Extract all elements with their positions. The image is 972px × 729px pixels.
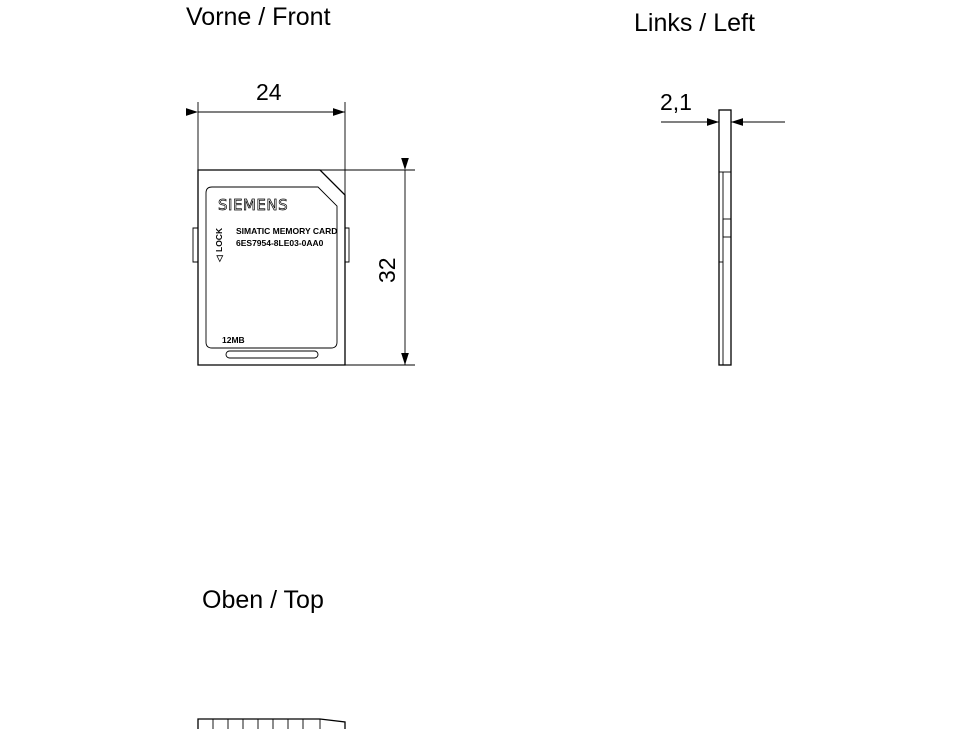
- right-notch: [345, 227, 350, 263]
- left-notch: [192, 227, 198, 263]
- capacity-text: 12MB: [222, 335, 245, 345]
- left-view: 2,1: [660, 89, 785, 366]
- left-view-title: Links / Left: [634, 9, 755, 37]
- order-number-text: 6ES7954-8LE03-0AA0: [236, 238, 324, 248]
- front-view-title: Vorne / Front: [186, 3, 331, 31]
- width-dimension-label: 24: [256, 79, 282, 105]
- side-profile: [718, 109, 732, 366]
- lock-arrow-icon: ◁: [214, 254, 224, 263]
- card-slot: [225, 350, 319, 359]
- card-outline: [197, 169, 346, 366]
- label-area: [205, 186, 338, 349]
- brand-logo: SIEMENS: [218, 196, 288, 214]
- top-profile-outline: [197, 718, 346, 729]
- height-dimension-label: 32: [374, 257, 400, 283]
- lock-label: LOCK: [214, 227, 224, 252]
- product-name-text: SIMATIC MEMORY CARD: [236, 226, 337, 236]
- side-lock-switch: [722, 218, 732, 238]
- front-view: SIEMENS SIMATIC MEMORY CARD 6ES7954-8LE0…: [186, 79, 415, 366]
- thickness-dimension-label: 2,1: [660, 89, 692, 115]
- top-view: [197, 718, 346, 729]
- top-view-title: Oben / Top: [202, 586, 324, 614]
